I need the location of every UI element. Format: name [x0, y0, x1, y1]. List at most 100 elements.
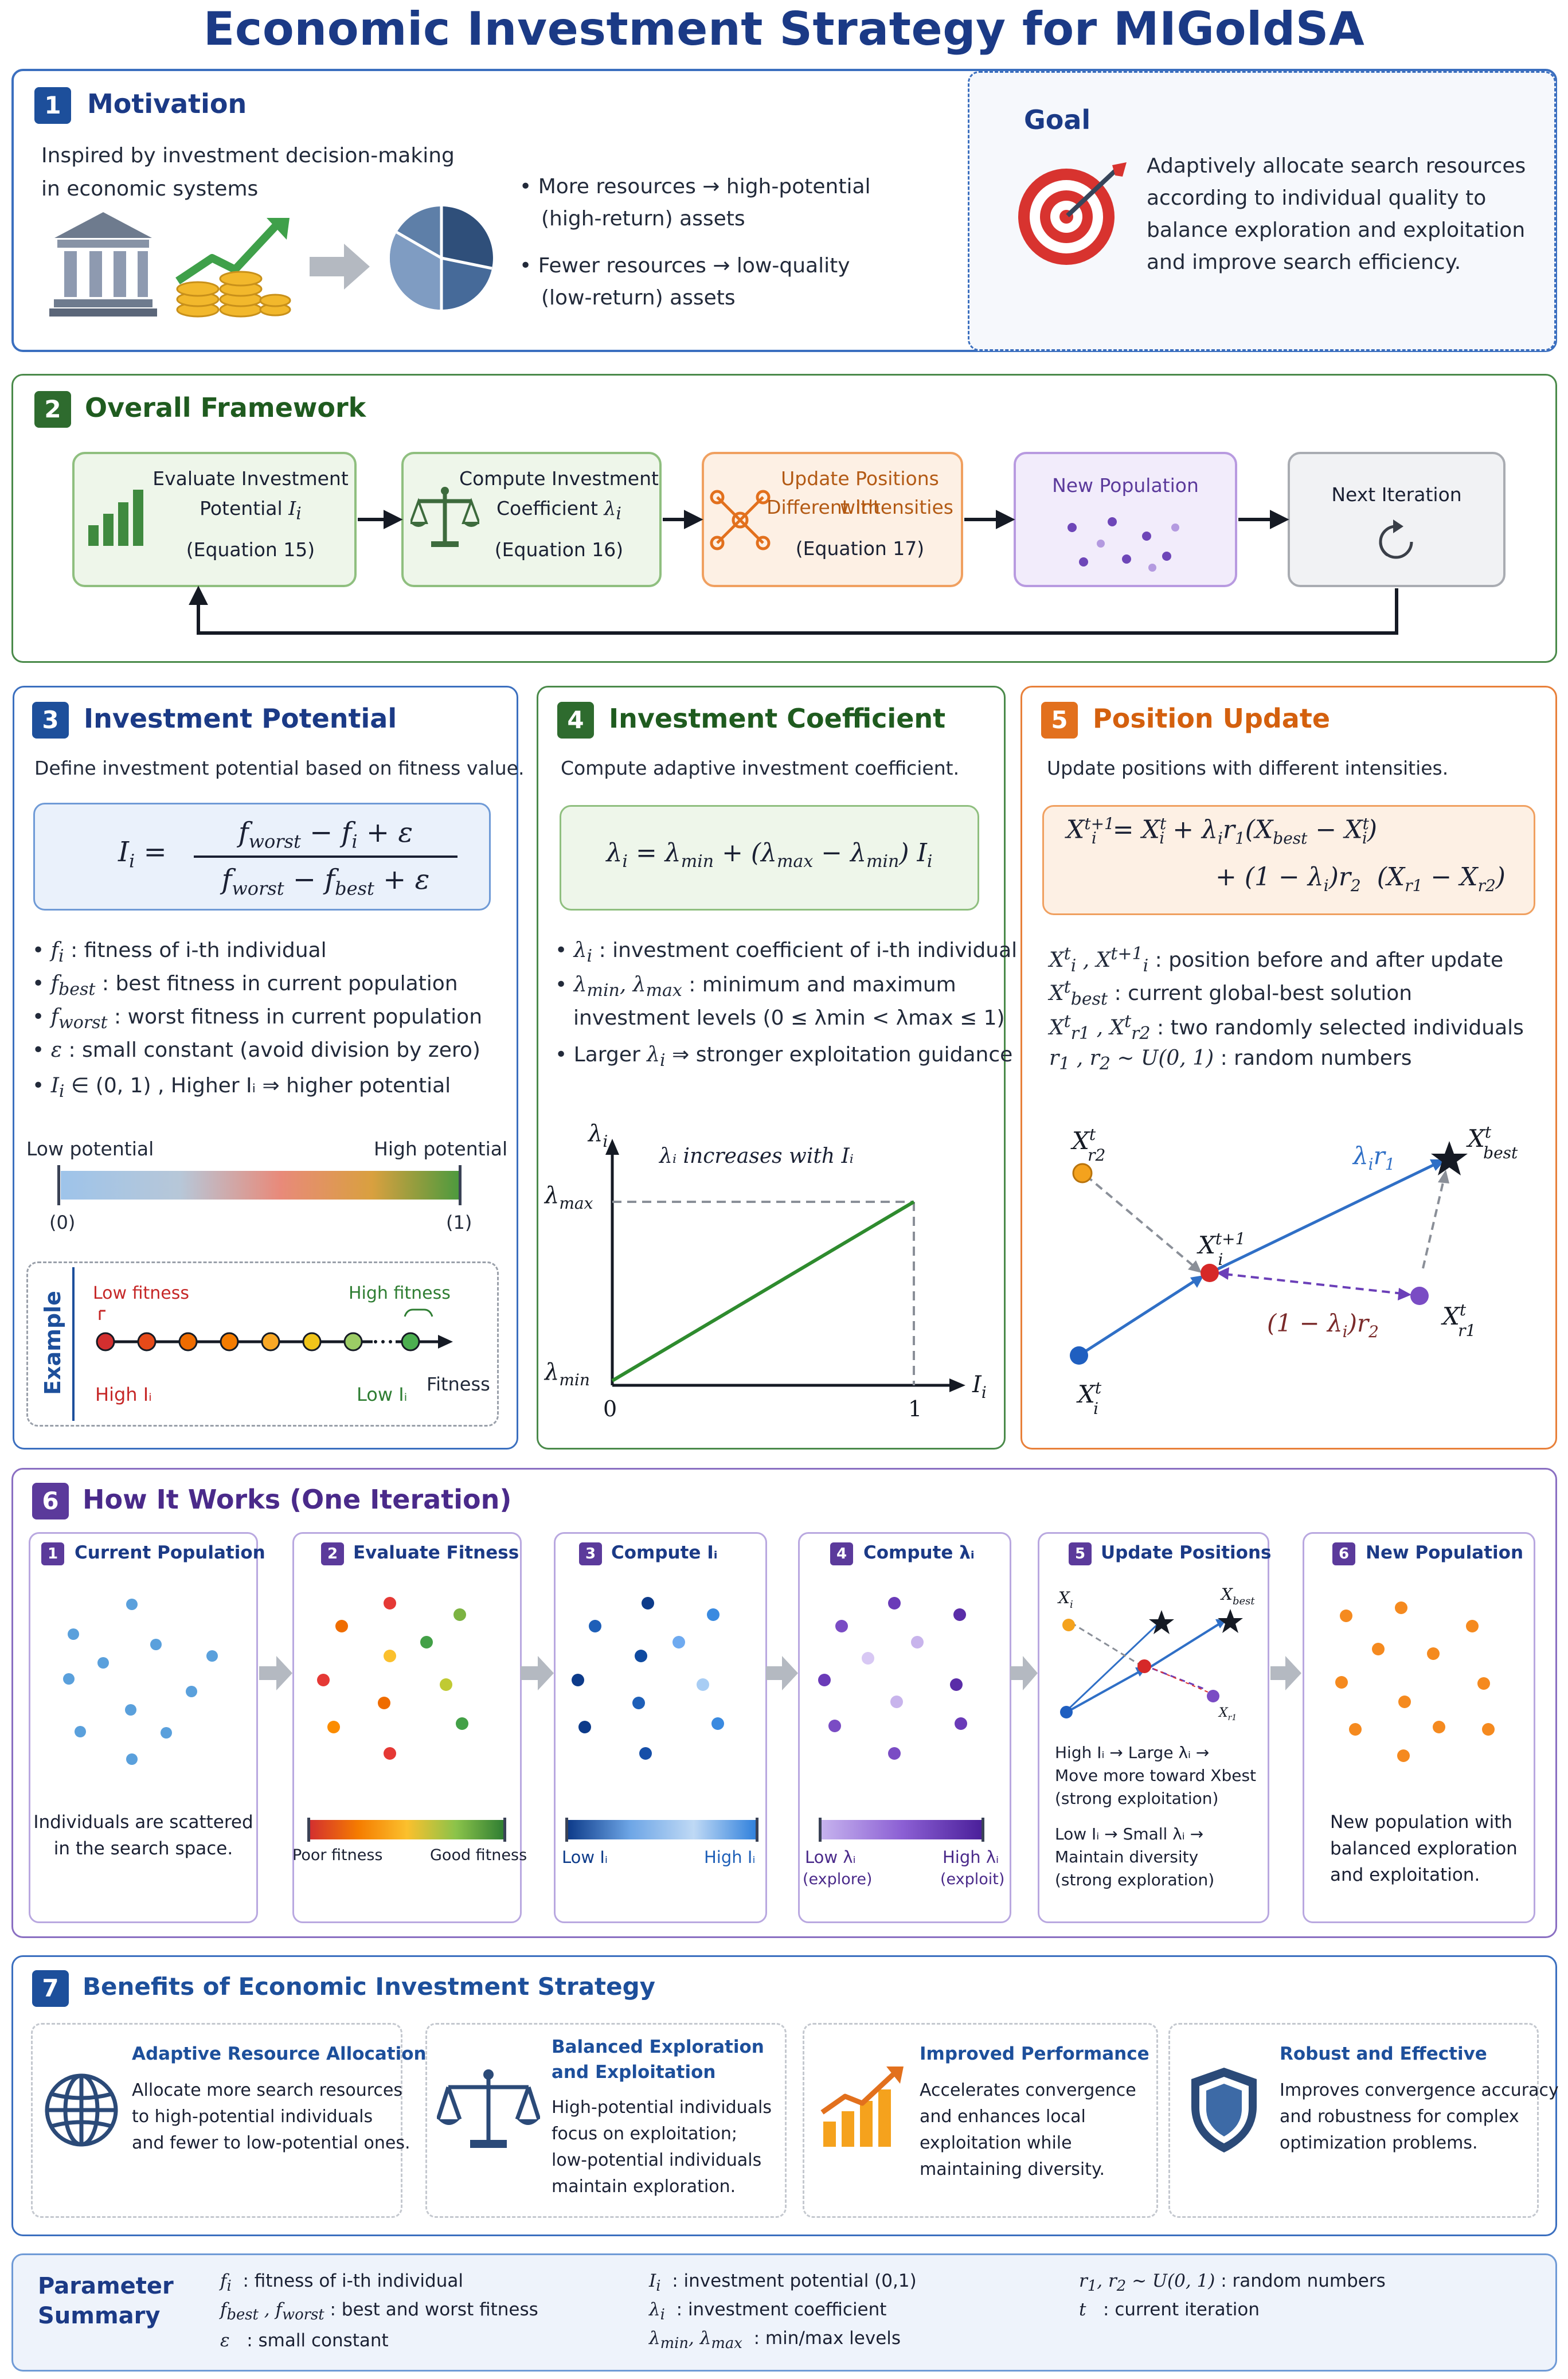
potential-gradient-bar	[61, 1171, 460, 1200]
target-icon	[1018, 162, 1127, 265]
params-heading-2: Summary	[38, 2303, 161, 2329]
benefit2-desc2: focus on exploitation;	[552, 2124, 737, 2144]
benefit-card-balanced	[425, 2023, 787, 2218]
svg-text:(1 − λi)r2: (1 − λi)r2	[1267, 1309, 1379, 1341]
framework-step2-line1: Compute Investment	[459, 467, 659, 490]
coefficient-badge: 4	[557, 702, 594, 739]
how-badge: 6	[32, 1483, 69, 1519]
goal-heading: Goal	[1024, 104, 1091, 135]
framework-step-new-population	[1014, 452, 1237, 587]
how-step-arrows	[259, 1656, 1301, 1690]
example-low-fitness: Low fitness	[93, 1283, 190, 1303]
globe-icon	[45, 2073, 118, 2147]
how-card5-desc3: (strong exploitation)	[1055, 1789, 1219, 1808]
potential-example-label: Example	[40, 1291, 65, 1395]
coins-growth-icon	[175, 218, 291, 318]
coefficient-formula: λi = λmin + (λmax − λmin) Ii	[606, 838, 933, 872]
coefficient-formula-box	[560, 805, 979, 911]
example-high-fitness: High fitness	[349, 1283, 451, 1303]
motivation-bullet-2b: (low-return) assets	[541, 286, 736, 310]
how-card3-low: Low Iᵢ	[562, 1847, 608, 1867]
how-card4-low: Low λᵢ	[805, 1847, 856, 1867]
benefit-card-adaptive	[31, 2023, 402, 2218]
how-card2-title: Evaluate Fitness	[353, 1542, 519, 1563]
how-card1-desc2: in the search space.	[53, 1838, 233, 1859]
svg-text:1: 1	[908, 1396, 922, 1421]
goal-line-4: and improve search efficiency.	[1147, 251, 1461, 274]
how-card-update-positions	[1038, 1532, 1269, 1923]
svg-text:Xt+1i: Xt+1i	[1196, 1229, 1245, 1269]
benefits-panel	[11, 1955, 1557, 2236]
benefits-heading: Benefits of Economic Investment Strategy	[83, 1972, 656, 2001]
goal-line-1: Adaptively allocate search resources	[1147, 154, 1526, 178]
example-fitness-label: Fitness	[427, 1373, 490, 1395]
how-card3-num: 3	[579, 1542, 602, 1565]
svg-text:Xtr2: Xtr2	[1070, 1125, 1105, 1165]
benefit1-desc3: and fewer to low-potential ones.	[132, 2133, 410, 2153]
how-card5-desc2: Move more toward Xbest	[1055, 1766, 1257, 1785]
svg-text:Xi: Xi	[1057, 1588, 1073, 1611]
how-card5-desc5: Maintain diversity	[1055, 1847, 1199, 1866]
update-bullet-1: Xti , Xt+1i : position before and after …	[1049, 944, 1504, 976]
how-card2-gradient	[310, 1820, 505, 1839]
how-card6-desc2: balanced exploration	[1330, 1838, 1518, 1859]
framework-step2-line2: Coefficient λi	[496, 497, 621, 524]
coefficient-chart-title: λᵢ increases with Iᵢ	[659, 1144, 854, 1168]
how-card2-bracket-l	[307, 1818, 310, 1842]
framework-step3-line1: Update Positions with	[781, 467, 939, 518]
svg-text:Xbest: Xbest	[1220, 1585, 1255, 1607]
benefit4-desc1: Improves convergence accuracy	[1280, 2080, 1559, 2100]
how-card3-dots	[572, 1597, 724, 1760]
potential-bullet-1: • fi : fitness of i-th individual	[32, 939, 327, 967]
update-heading: Position Update	[1093, 703, 1331, 734]
how-card1-title: Current Population	[75, 1542, 265, 1563]
svg-text:Xtr1: Xtr1	[1441, 1300, 1476, 1340]
motivation-inspired-1: Inspired by investment decision-making	[41, 144, 455, 167]
update-formula-line2: + (1 − λi)r2 (Xr1 − Xr2)	[1215, 862, 1506, 895]
svg-text:λmax: λmax	[543, 1182, 593, 1213]
param-row-4: Ii : investment potential (0,1)	[649, 2271, 917, 2295]
page-title: Economic Investment Strategy for MIGoldS…	[203, 2, 1365, 56]
how-card-current-population	[29, 1532, 258, 1923]
population-dots-icon	[1068, 517, 1179, 572]
how-panel	[11, 1468, 1557, 1938]
potential-example-box	[26, 1261, 499, 1427]
bar-chart-icon	[88, 490, 143, 546]
coefficient-bullet-2a: • λmin, λmax : minimum and maximum	[555, 973, 956, 1001]
params-panel	[11, 2253, 1557, 2372]
how-card-new-population	[1303, 1532, 1535, 1923]
balance-scale-icon	[410, 487, 479, 547]
framework-step2-eq: (Equation 16)	[494, 538, 624, 561]
benefit4-title: Robust and Effective	[1280, 2044, 1487, 2064]
how-card5-diagram: Xi Xbest Xr1	[1057, 1585, 1255, 1722]
framework-step1-eq: (Equation 15)	[186, 538, 315, 561]
param-row-3: ε : small constant	[220, 2330, 389, 2351]
how-card4-num: 4	[830, 1542, 853, 1565]
potential-formula: Ii = fworst − fi + ε fworst − fbest + ε	[33, 803, 491, 911]
how-card4-bracket-r	[982, 1818, 984, 1842]
coefficient-bullet-1: • λi : investment coefficient of i-th in…	[555, 939, 1018, 967]
how-card2-bracket-r	[503, 1818, 506, 1842]
coefficient-bullet-2b: investment levels (0 ≤ λmin < λmax ≤ 1)	[573, 1006, 1005, 1030]
motivation-bullet-1a: • More resources → high-potential	[519, 175, 871, 198]
potential-one: (1)	[446, 1212, 472, 1233]
how-heading: How It Works (One Iteration)	[83, 1484, 512, 1515]
how-card2-poor: Poor fitness	[292, 1846, 383, 1864]
potential-description: Define investment potential based on fit…	[34, 757, 525, 779]
framework-arrows	[189, 510, 1398, 635]
benefit2-title2: and Exploitation	[552, 2062, 716, 2083]
how-card5-num: 5	[1069, 1542, 1092, 1565]
how-card5-title: Update Positions	[1101, 1542, 1272, 1563]
benefit2-desc4: maintain exploration.	[552, 2177, 736, 2197]
potential-bar-tick-left	[57, 1165, 60, 1205]
svg-text:Xti: Xti	[1076, 1378, 1102, 1418]
potential-bullet-3: • fworst : worst fitness in current popu…	[32, 1005, 483, 1033]
potential-bullet-4: • ε : small constant (avoid division by …	[32, 1038, 480, 1062]
update-bullet-2: Xtbest : current global-best solution	[1049, 977, 1413, 1010]
svg-text:λi: λi	[587, 1120, 608, 1151]
svg-text:λmin: λmin	[543, 1359, 590, 1389]
potential-badge: 3	[32, 702, 69, 739]
framework-badge: 2	[34, 391, 71, 428]
framework-step5-label: Next Iteration	[1331, 483, 1462, 506]
